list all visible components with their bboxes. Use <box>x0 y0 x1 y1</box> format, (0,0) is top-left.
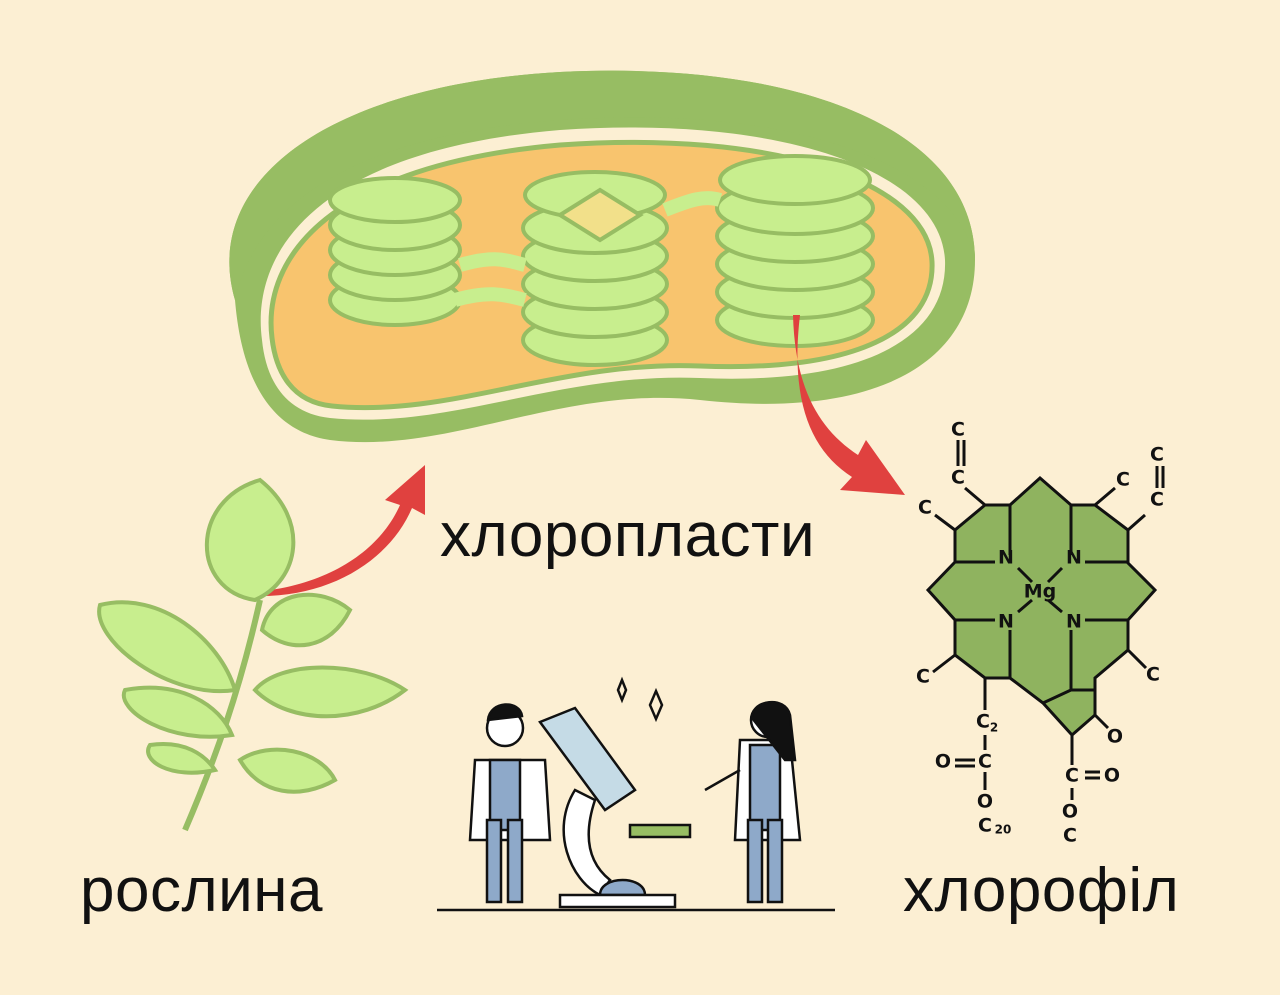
atom-c: C <box>1065 765 1079 787</box>
atom-c: C <box>1150 444 1164 466</box>
atom-c: C <box>951 419 965 441</box>
atom-c: C <box>1150 489 1164 511</box>
atom-mg: Mg <box>1024 581 1057 603</box>
atom-c: C <box>1116 469 1130 491</box>
atom-c2: C <box>976 711 990 733</box>
arrow-plant-to-chloroplast <box>255 465 425 597</box>
atom-o: O <box>977 791 993 813</box>
plant-illustration <box>97 477 409 832</box>
atom-c2-subscript: 2 <box>990 721 998 735</box>
granum-middle <box>521 170 669 367</box>
atom-c20-subscript: 20 <box>995 823 1012 837</box>
atom-n: N <box>998 547 1014 569</box>
label-plant: рослина <box>80 856 323 925</box>
atom-o: O <box>1107 726 1123 748</box>
atom-c: C <box>1063 825 1077 847</box>
chloroplast-illustration <box>229 70 975 443</box>
atom-c20: C <box>978 815 992 837</box>
molecule-atom-labels: C C C C C C N N Mg N N C C C 2 O O C C O… <box>916 419 1164 847</box>
atom-c: C <box>916 666 930 688</box>
label-chlorophyll: хлорофіл <box>903 856 1180 925</box>
arrow-chloroplast-to-chlorophyll <box>793 315 905 495</box>
granum-left <box>328 176 462 327</box>
atom-n: N <box>1066 611 1082 633</box>
atom-n: N <box>998 611 1014 633</box>
atom-o: O <box>1104 765 1120 787</box>
atom-c: C <box>951 467 965 489</box>
atom-o: O <box>935 751 951 773</box>
atom-n: N <box>1066 547 1082 569</box>
atom-c: C <box>978 751 992 773</box>
atom-c: C <box>1146 664 1160 686</box>
scientists-illustration <box>437 676 835 912</box>
label-chloroplasts: хлоропласти <box>440 501 816 570</box>
chlorophyll-molecule <box>925 440 1165 800</box>
atom-o: O <box>1062 801 1078 823</box>
atom-c: C <box>918 497 932 519</box>
